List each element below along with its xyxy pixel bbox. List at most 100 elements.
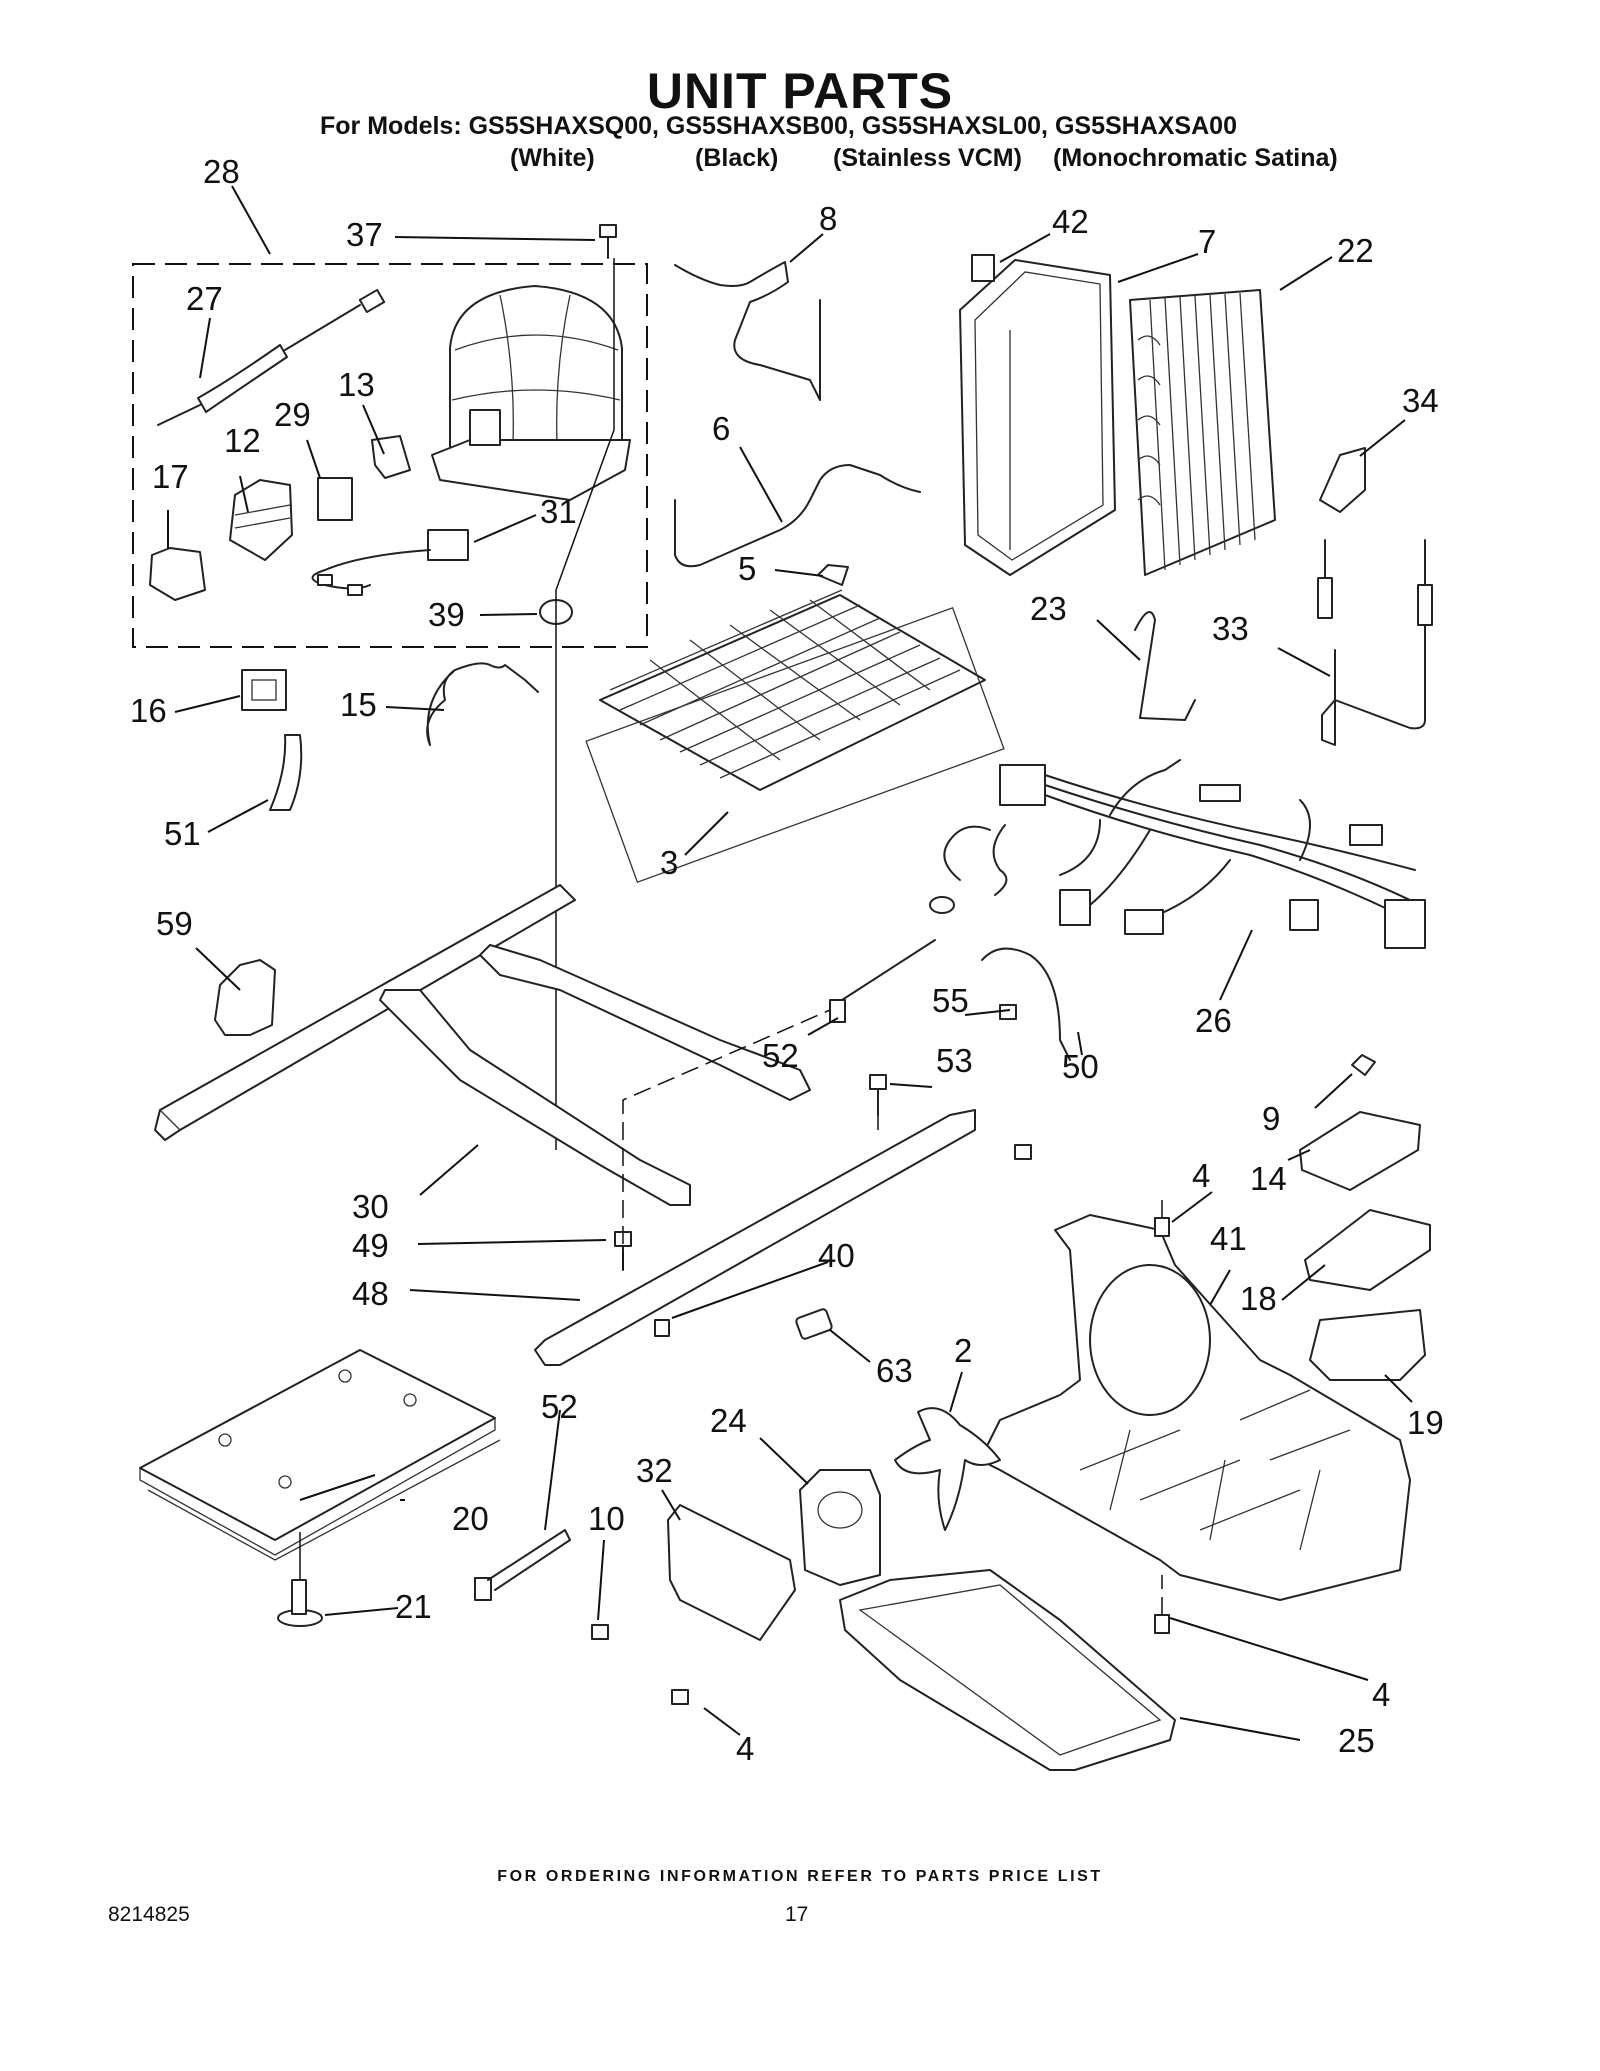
callout-16: 16 bbox=[130, 692, 167, 729]
tie-52a bbox=[829, 939, 936, 1023]
screw-40a bbox=[654, 1319, 670, 1337]
drain-pan-25 bbox=[839, 1569, 1176, 1771]
harness-26 bbox=[929, 759, 1426, 949]
callout-34: 34 bbox=[1402, 382, 1439, 419]
screw-53 bbox=[869, 1074, 887, 1090]
callout-33: 33 bbox=[1212, 610, 1249, 647]
callout-18: 18 bbox=[1240, 1280, 1277, 1317]
compressor-assembly-box bbox=[132, 263, 648, 648]
model-variants: (White) (Black) (Stainless VCM) (Monochr… bbox=[0, 144, 1600, 174]
clip-42 bbox=[971, 254, 995, 282]
callout-labels: 28 37 8 42 7 22 27 13 29 12 17 31 6 34 5… bbox=[130, 153, 1444, 1767]
callout-25: 25 bbox=[1338, 1722, 1375, 1759]
evaporator-3 bbox=[585, 589, 1005, 884]
variant-satina: (Monochromatic Satina) bbox=[1053, 144, 1338, 172]
compressor bbox=[431, 285, 631, 501]
callout-23: 23 bbox=[1030, 590, 1067, 627]
leader-lines bbox=[167, 185, 1413, 1741]
callout-55: 55 bbox=[932, 982, 969, 1019]
document-number: 8214825 bbox=[108, 1903, 190, 1926]
plug-63 bbox=[795, 1308, 833, 1340]
hose-51 bbox=[269, 734, 303, 811]
page-title: UNIT PARTS bbox=[646, 63, 954, 119]
callout-3: 3 bbox=[660, 844, 678, 881]
start-device-17 bbox=[149, 547, 206, 601]
screw-40b bbox=[1014, 1144, 1032, 1160]
screw-4b bbox=[1154, 1217, 1170, 1237]
motor-24 bbox=[799, 1469, 881, 1586]
callout-37: 37 bbox=[346, 216, 383, 253]
screw-55 bbox=[999, 1004, 1017, 1020]
callout-42: 42 bbox=[1052, 203, 1089, 240]
screw-10 bbox=[591, 1624, 609, 1640]
callout-51: 51 bbox=[164, 815, 201, 852]
callout-4c: 4 bbox=[736, 1730, 754, 1767]
cover-14 bbox=[1299, 1111, 1421, 1191]
foot-21 bbox=[277, 1532, 323, 1627]
wire-50 bbox=[981, 947, 1071, 1061]
callout-21: 21 bbox=[395, 1588, 432, 1625]
panel-20 bbox=[139, 1349, 501, 1561]
callout-39: 39 bbox=[428, 596, 465, 633]
callout-40: 40 bbox=[818, 1237, 855, 1274]
callout-2: 2 bbox=[954, 1332, 972, 1369]
board-18 bbox=[1304, 1209, 1431, 1291]
wiring-31 bbox=[311, 529, 469, 596]
callout-50: 50 bbox=[1062, 1048, 1099, 1085]
bracket-32 bbox=[667, 1504, 796, 1641]
ordering-note: FOR ORDERING INFORMATION REFER TO PARTS … bbox=[497, 1868, 1103, 1885]
callout-5: 5 bbox=[738, 550, 756, 587]
callout-52: 52 bbox=[762, 1037, 799, 1074]
frame-30 bbox=[154, 884, 976, 1366]
capillary-drier-27 bbox=[157, 288, 386, 426]
callout-28: 28 bbox=[203, 153, 240, 190]
coil-22 bbox=[1129, 289, 1276, 576]
base-41 bbox=[979, 1214, 1411, 1601]
callout-41: 41 bbox=[1210, 1220, 1247, 1257]
part-16 bbox=[241, 669, 287, 711]
callout-48: 48 bbox=[352, 1275, 389, 1312]
callout-53: 53 bbox=[936, 1042, 973, 1079]
page-number: 17 bbox=[785, 1903, 809, 1926]
callout-32: 32 bbox=[636, 1452, 673, 1489]
callout-22: 22 bbox=[1337, 232, 1374, 269]
clip-13 bbox=[371, 435, 411, 479]
screw-37 bbox=[599, 224, 617, 259]
tube-6 bbox=[674, 464, 921, 568]
callout-7: 7 bbox=[1198, 223, 1216, 260]
callout-59: 59 bbox=[156, 905, 193, 942]
screw-4c bbox=[1154, 1614, 1170, 1634]
callout-4b: 4 bbox=[1372, 1676, 1390, 1713]
callout-24: 24 bbox=[710, 1402, 747, 1439]
clip-9 bbox=[1351, 1054, 1376, 1076]
callout-10: 10 bbox=[588, 1500, 625, 1537]
clip-34 bbox=[1319, 447, 1366, 513]
tube-33 bbox=[1321, 539, 1426, 746]
callout-12: 12 bbox=[224, 422, 261, 459]
variant-stainless: (Stainless VCM) bbox=[833, 144, 1022, 172]
screw-4a bbox=[671, 1689, 689, 1705]
callout-30: 30 bbox=[352, 1188, 389, 1225]
clip-5 bbox=[817, 564, 849, 586]
tube-8 bbox=[674, 261, 821, 401]
callout-29: 29 bbox=[274, 396, 311, 433]
callout-4a: 4 bbox=[1192, 1157, 1210, 1194]
callout-52b: 52 bbox=[541, 1388, 578, 1425]
callout-8: 8 bbox=[819, 200, 837, 237]
callout-6: 6 bbox=[712, 410, 730, 447]
models-line: For Models: GS5SHAXSQ00, GS5SHAXSB00, GS… bbox=[320, 112, 1237, 140]
callout-15: 15 bbox=[340, 686, 377, 723]
callout-13: 13 bbox=[338, 366, 375, 403]
callout-19: 19 bbox=[1407, 1404, 1444, 1441]
wire-23 bbox=[1134, 611, 1196, 721]
variant-white: (White) bbox=[510, 144, 595, 172]
callout-27: 27 bbox=[186, 280, 223, 317]
callout-20: 20 bbox=[452, 1500, 489, 1537]
callout-26: 26 bbox=[1195, 1002, 1232, 1039]
variant-black: (Black) bbox=[695, 144, 779, 172]
fan-blade-2 bbox=[894, 1407, 1001, 1531]
tie-52b bbox=[474, 1529, 571, 1601]
callout-14: 14 bbox=[1250, 1160, 1287, 1197]
cover-29 bbox=[317, 477, 353, 521]
